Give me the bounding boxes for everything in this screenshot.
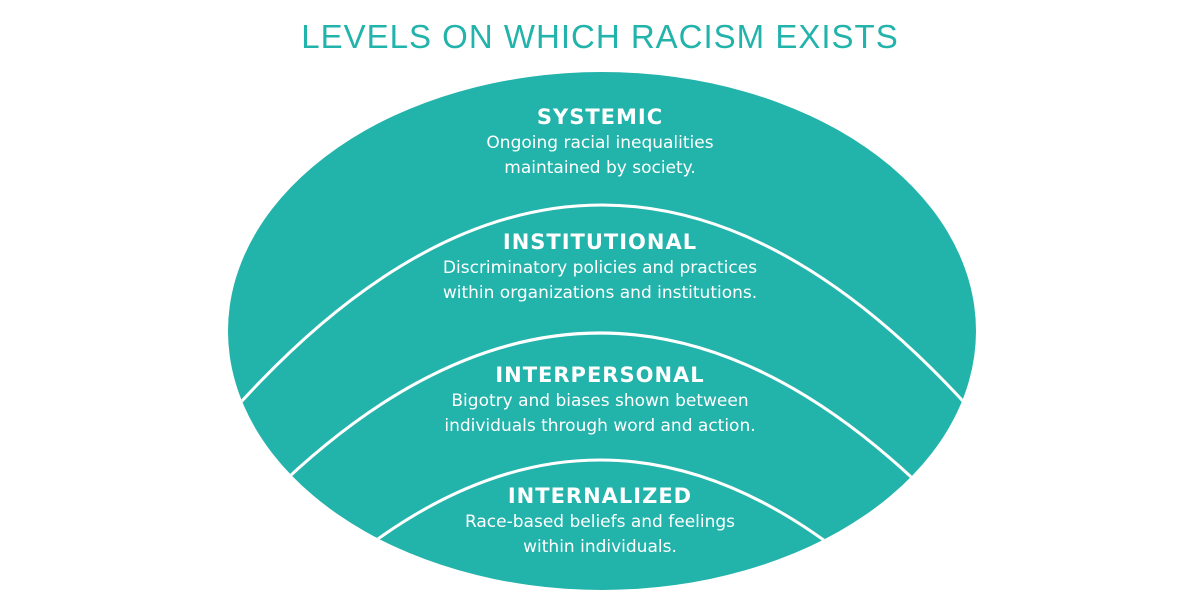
level-description: individuals through word and action. <box>444 416 756 436</box>
level-systemic: SYSTEMIC Ongoing racial inequalities mai… <box>300 103 900 181</box>
diagram-title: LEVELS ON WHICH RACISM EXISTS <box>301 18 899 55</box>
level-description: maintained by society. <box>504 158 696 178</box>
level-interpersonal: INTERPERSONAL Bigotry and biases shown b… <box>300 361 900 439</box>
level-description: Race-based beliefs and feelings <box>464 512 736 532</box>
level-heading: INSTITUTIONAL <box>502 230 698 254</box>
level-heading: INTERPERSONAL <box>495 363 705 387</box>
level-institutional: INSTITUTIONAL Discriminatory policies an… <box>300 228 900 306</box>
internalized-boundary <box>349 458 851 562</box>
interpersonal-boundary <box>268 331 932 497</box>
level-description: Bigotry and biases shown between <box>451 391 749 411</box>
level-internalized: INTERNALIZED Race-based beliefs and feel… <box>300 482 900 560</box>
outer-ellipse <box>228 72 976 590</box>
level-description: within individuals. <box>523 537 677 557</box>
level-heading: INTERNALIZED <box>507 484 693 508</box>
level-description: within organizations and institutions. <box>442 283 758 303</box>
level-heading: SYSTEMIC <box>536 105 664 129</box>
level-description: Discriminatory policies and practices <box>442 258 758 278</box>
institutional-boundary <box>228 203 976 421</box>
level-description: Ongoing racial inequalities <box>486 133 714 153</box>
